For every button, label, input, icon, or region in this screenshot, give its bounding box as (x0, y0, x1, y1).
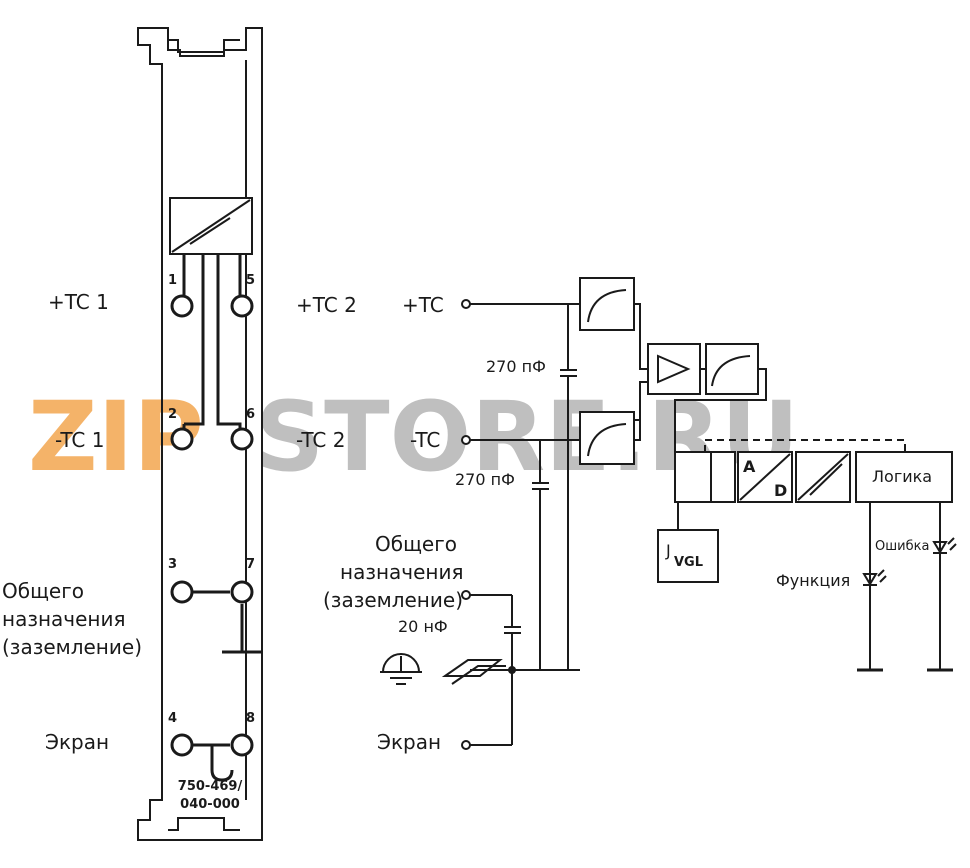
label-cap2: 270 пФ (455, 470, 515, 489)
block-wires (634, 303, 767, 452)
pin-6: 6 (246, 407, 255, 422)
label-tc-minus: -TC (410, 428, 440, 452)
adc-d-label: D (774, 481, 787, 500)
filter-top (579, 277, 635, 331)
vgl-block: J VGL (657, 502, 719, 583)
terminal-1[interactable] (170, 294, 194, 318)
terminal-5[interactable] (230, 294, 254, 318)
label-common-2: назначения (2, 607, 126, 631)
label-circuit-shield: Экран (377, 730, 441, 754)
pin-7: 7 (246, 557, 255, 572)
ground-node (508, 666, 516, 674)
terminal-tc-minus[interactable] (461, 435, 471, 445)
pin-3: 3 (168, 557, 177, 572)
module-converter-block (169, 197, 253, 255)
signal-chain: A D Логика (674, 439, 953, 503)
label-common-3: (заземление) (2, 635, 142, 659)
label-function: Функция (776, 571, 850, 590)
module-wiring (182, 254, 262, 782)
part-number-line1: 750-469/ (178, 779, 243, 794)
label-shield: Экран (45, 730, 109, 754)
din-rail-icon (441, 659, 506, 685)
terminal-8[interactable] (230, 733, 254, 757)
terminal-6[interactable] (230, 427, 254, 451)
mux-block (674, 451, 736, 503)
pin-4: 4 (168, 711, 177, 726)
led-outputs: Ошибка Функция (776, 502, 957, 672)
part-number-line2: 040-000 (180, 797, 240, 812)
terminal-4[interactable] (170, 733, 194, 757)
terminal-3[interactable] (170, 580, 194, 604)
terminal-shield[interactable] (461, 740, 471, 750)
label-cap3: 20 нФ (398, 617, 448, 636)
vgl-j-label: J (665, 541, 671, 560)
terminal-2[interactable] (170, 427, 194, 451)
error-led-icon (932, 537, 957, 554)
terminal-tc-plus[interactable] (461, 299, 471, 309)
label-circuit-common-2: назначения (340, 560, 464, 584)
circuit-wires (470, 303, 580, 746)
adc-a-label: A (743, 457, 756, 476)
label-tc1-plus: +TC 1 (48, 290, 109, 314)
label-tc1-minus: -TC 1 (55, 428, 104, 452)
terminal-common[interactable] (461, 590, 471, 600)
label-cap1: 270 пФ (486, 357, 546, 376)
pin-8: 8 (246, 711, 255, 726)
label-error: Ошибка (875, 539, 929, 554)
filter-bottom (579, 411, 635, 465)
earth-ground-icon (380, 653, 422, 685)
pin-numbers: 1 5 2 6 3 7 4 8 (168, 273, 255, 726)
label-circuit-common-3: (заземление) (323, 588, 463, 612)
label-tc2-plus: +TC 2 (296, 293, 357, 317)
module-terminals (170, 294, 254, 757)
pin-5: 5 (246, 273, 255, 288)
function-led-icon (862, 569, 887, 586)
amplifier-block (647, 343, 701, 395)
circuit-inputs: +TC -TC (402, 293, 471, 750)
label-tc-plus: +TC (402, 293, 444, 317)
pin-1: 1 (168, 273, 177, 288)
pin-2: 2 (168, 407, 177, 422)
logic-label: Логика (872, 467, 932, 486)
vgl-sub-label: VGL (674, 555, 703, 570)
label-tc2-minus: -TC 2 (296, 428, 345, 452)
filter-second (705, 343, 759, 395)
logic-block (855, 451, 953, 503)
label-circuit-common-1: Общего (375, 532, 457, 556)
module-labels: +TC 1 +TC 2 -TC 1 -TC 2 Общего назначени… (2, 290, 357, 754)
terminal-7[interactable] (230, 580, 254, 604)
label-common-1: Общего (2, 579, 84, 603)
